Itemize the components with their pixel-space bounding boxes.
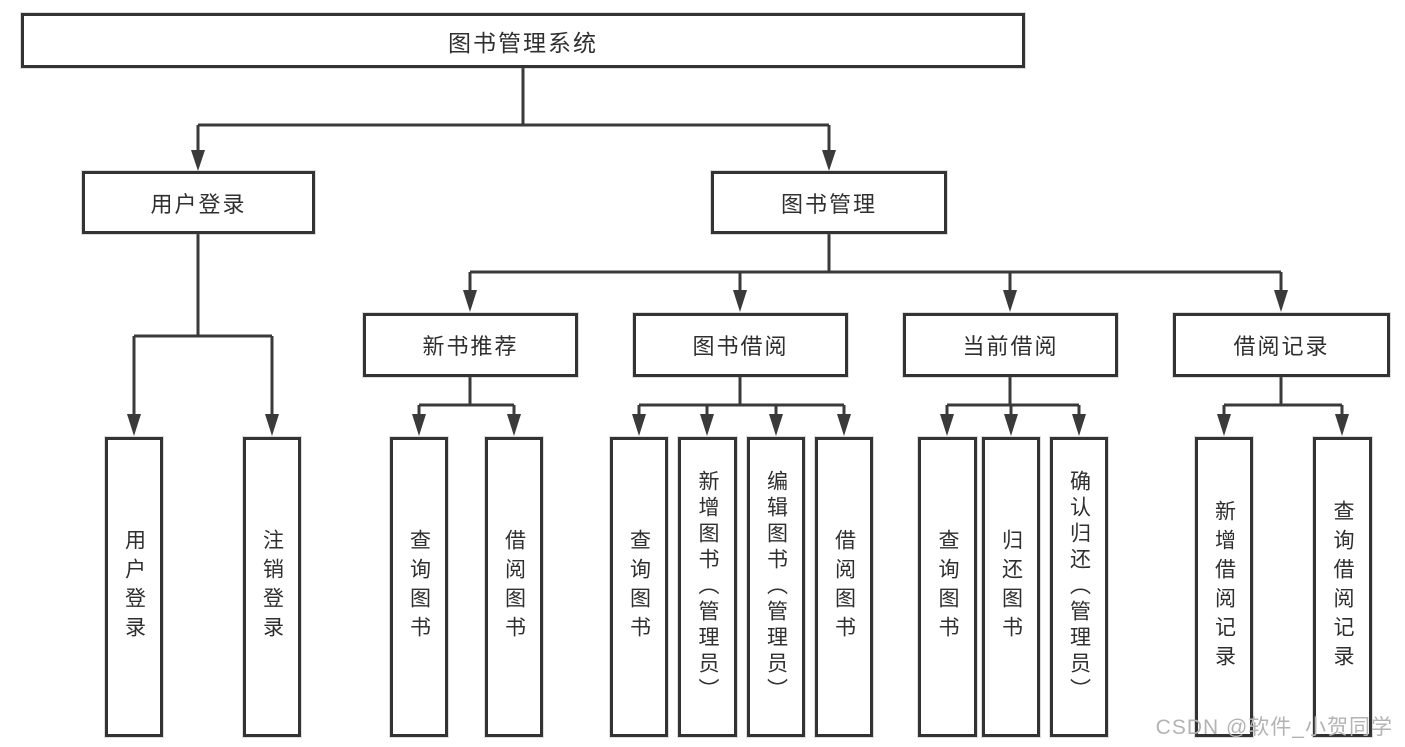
node-leaf-user-login: 用户登录 (105, 437, 163, 737)
node-leaf-confirm-return-admin: 确认归还（管理员） (1050, 437, 1108, 737)
node-user-login: 用户登录 (82, 171, 315, 234)
node-leaf-return-book: 归还图书 (982, 437, 1040, 737)
node-leaf-add-book-admin: 新增图书（管理员） (678, 437, 737, 737)
node-new-book-recommend: 新书推荐 (363, 313, 578, 377)
node-current-borrow: 当前借阅 (903, 313, 1118, 377)
node-leaf-logout: 注销登录 (243, 437, 301, 737)
node-library-system: 图书管理系统 (21, 13, 1025, 68)
node-book-management: 图书管理 (711, 171, 947, 234)
node-leaf-recommend-query-book: 查询图书 (390, 437, 448, 737)
csdn-watermark: CSDN @软件_小贺同学 (1155, 716, 1393, 739)
node-leaf-add-borrow-record: 新增借阅记录 (1195, 437, 1253, 737)
node-leaf-borrow-query-book: 查询图书 (610, 437, 668, 737)
node-leaf-edit-book-admin: 编辑图书（管理员） (747, 437, 805, 737)
node-leaf-query-borrow-record: 查询借阅记录 (1313, 437, 1372, 737)
node-leaf-recommend-borrow-book: 借阅图书 (485, 437, 543, 737)
node-leaf-current-query-book: 查询图书 (918, 437, 977, 737)
node-borrow-records: 借阅记录 (1173, 313, 1390, 377)
node-leaf-borrow-book: 借阅图书 (815, 437, 873, 737)
node-book-borrow: 图书借阅 (633, 313, 848, 377)
